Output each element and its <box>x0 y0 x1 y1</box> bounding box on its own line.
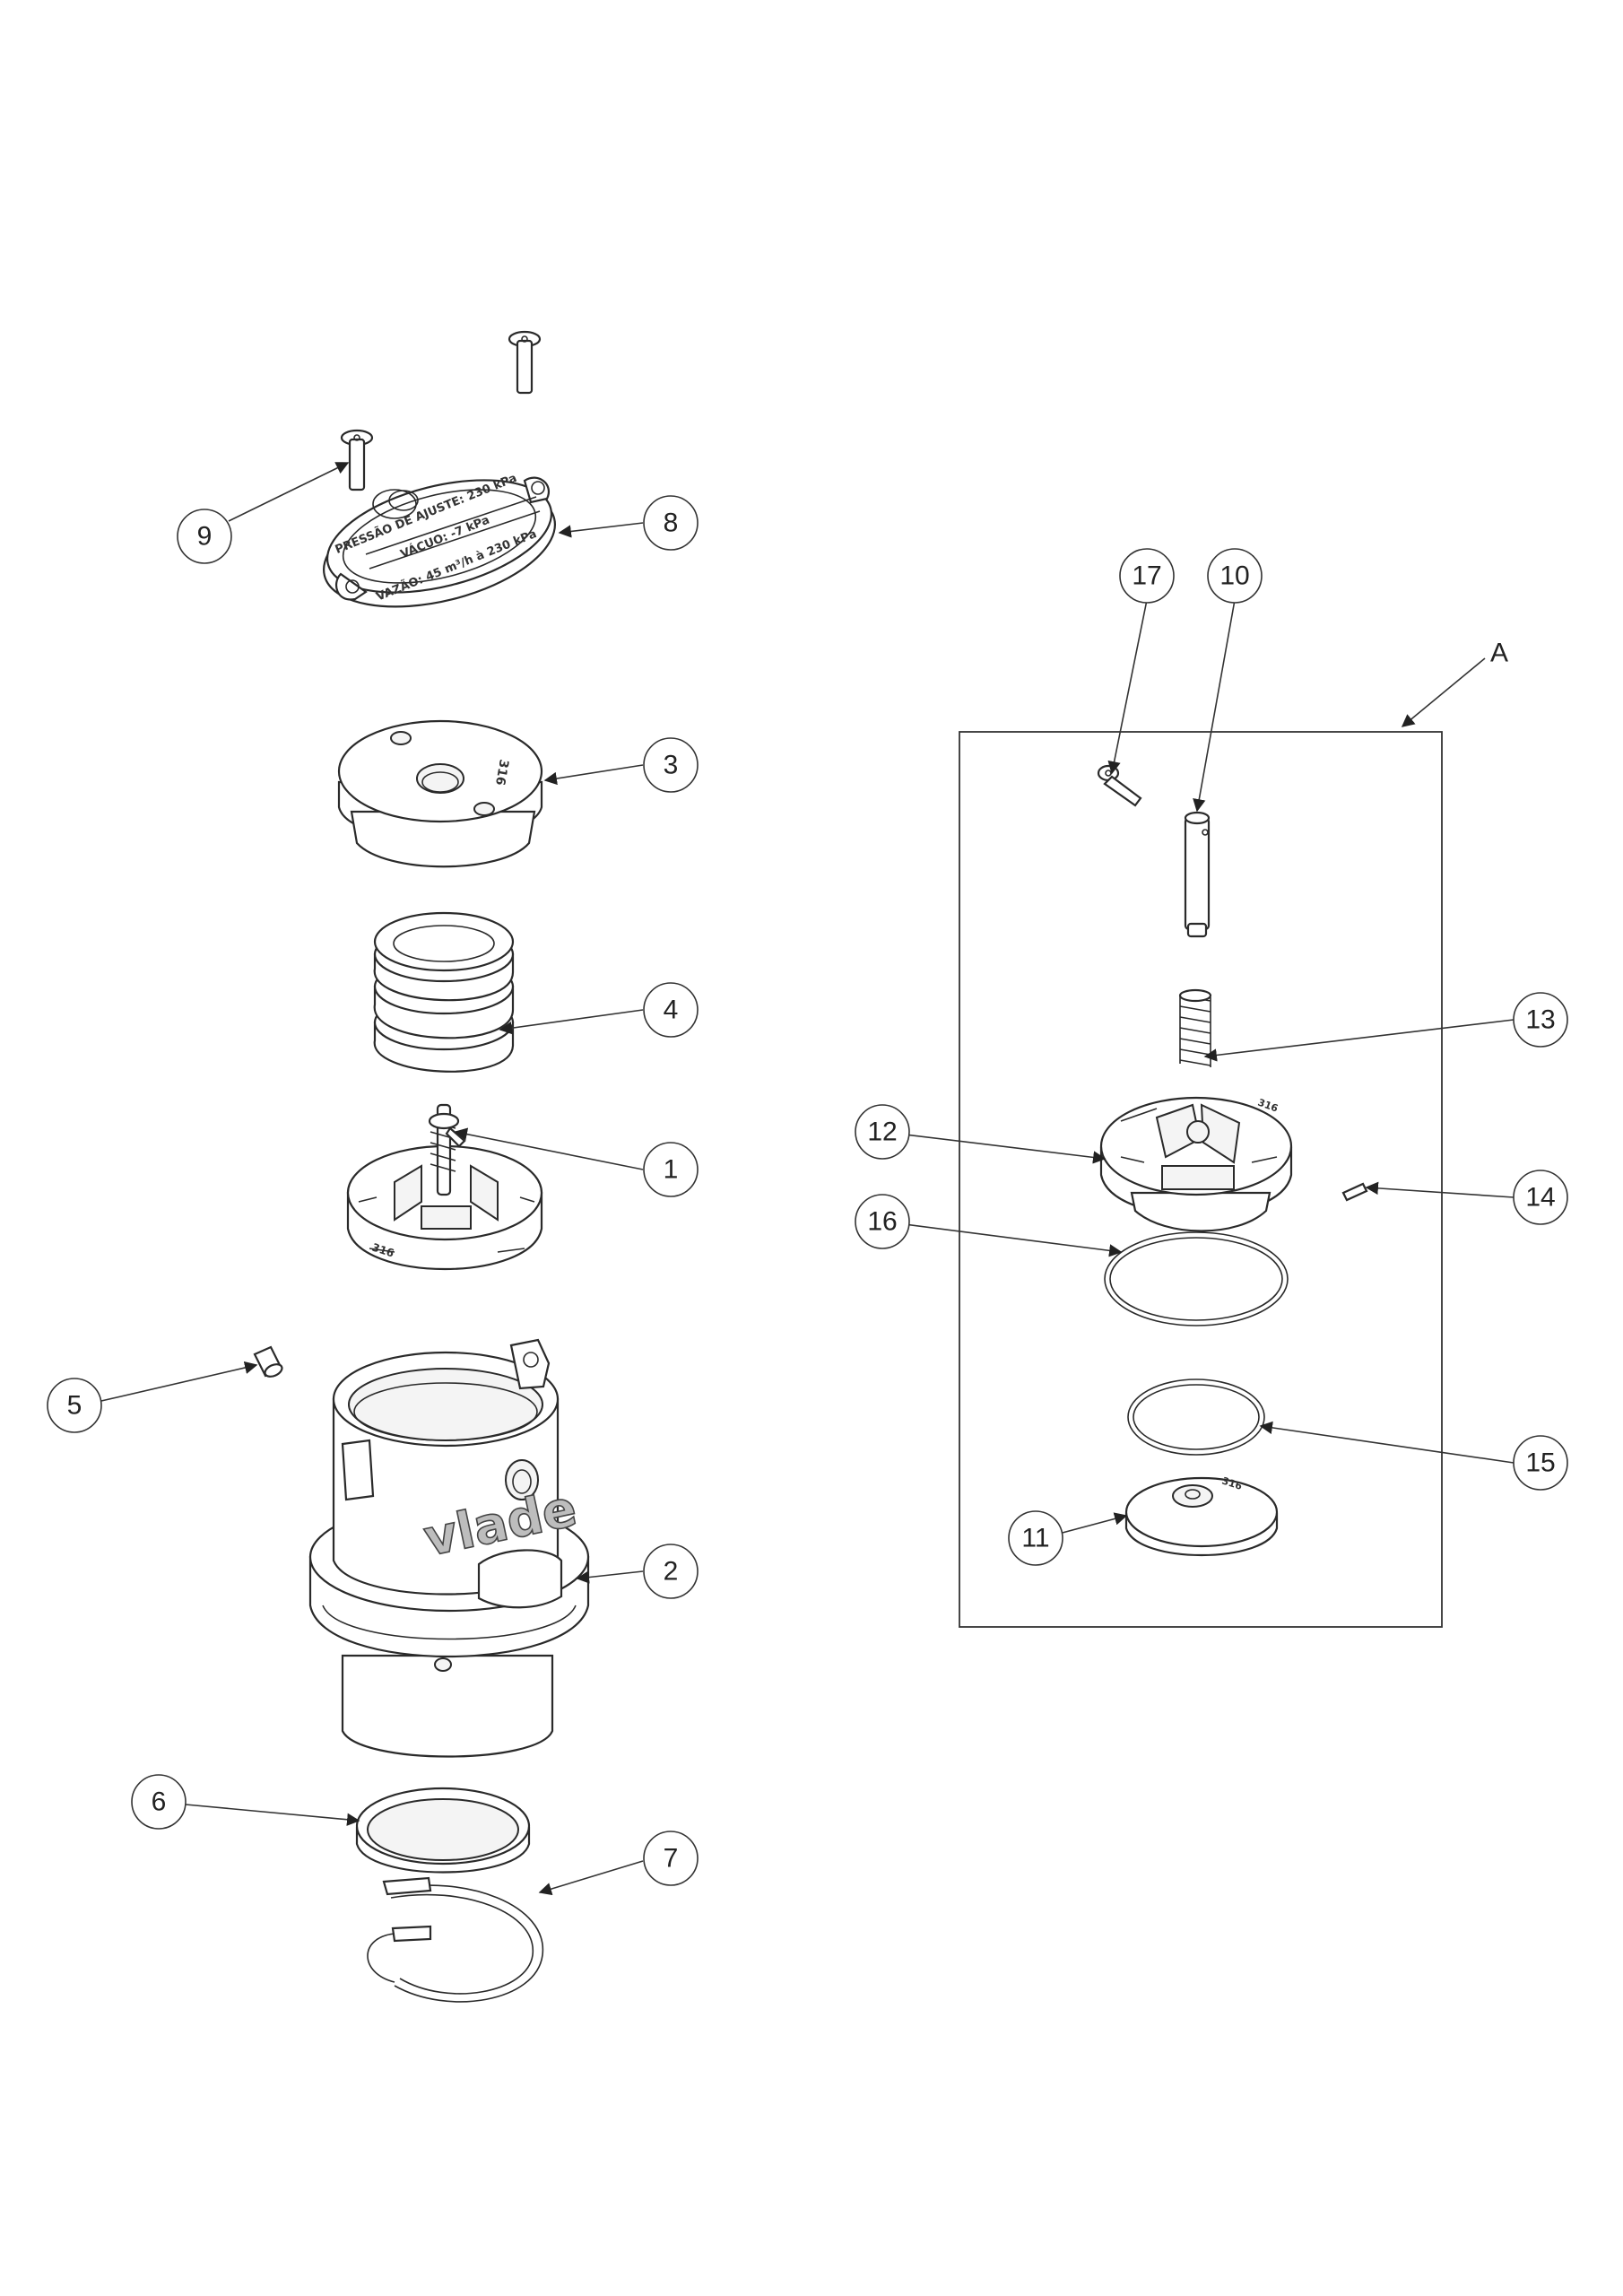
callout-13-label: 13 <box>1525 1005 1555 1035</box>
callout-12: 12 <box>855 1104 910 1160</box>
detail-a-label: A <box>1490 639 1508 668</box>
callout-17-label: 17 <box>1132 561 1161 591</box>
shaft-10 <box>1184 811 1211 938</box>
o-ring-16 <box>1104 1231 1289 1326</box>
pin-14 <box>1341 1182 1368 1202</box>
guide-seat-12: 316 <box>1099 1097 1293 1232</box>
callout-16-label: 16 <box>867 1207 897 1237</box>
callout-4: 4 <box>643 982 699 1038</box>
cap-3: 316 <box>337 719 543 868</box>
cap-material-mark: 316 <box>492 758 511 787</box>
callout-16: 16 <box>855 1194 910 1249</box>
callout-12-label: 12 <box>867 1118 897 1147</box>
detail-a-frame <box>959 731 1443 1628</box>
callout-14-label: 14 <box>1525 1183 1555 1213</box>
disc-11: 316 <box>1124 1474 1279 1557</box>
o-ring-15 <box>1127 1378 1265 1456</box>
callout-1-label: 1 <box>664 1155 679 1185</box>
callout-7-label: 7 <box>664 1844 679 1874</box>
callout-14: 14 <box>1513 1170 1568 1225</box>
pin-5 <box>253 1345 283 1378</box>
callout-9: 9 <box>177 509 232 564</box>
body-2: vlade <box>308 1338 590 1758</box>
top-screw <box>508 330 542 395</box>
spring-4 <box>373 911 515 1073</box>
callout-3-label: 3 <box>664 751 679 780</box>
nameplate-cover-8: PRESSÃO DE AJUSTE: 230 kPa VÁCUO: -7 kPa… <box>323 471 556 608</box>
callout-7: 7 <box>643 1831 699 1886</box>
callout-8-label: 8 <box>664 509 679 538</box>
callout-4-label: 4 <box>664 996 679 1025</box>
callout-17: 17 <box>1119 548 1175 604</box>
callout-13: 13 <box>1513 992 1568 1048</box>
callout-6: 6 <box>131 1774 187 1830</box>
callout-1: 1 <box>643 1142 699 1197</box>
callout-3: 3 <box>643 737 699 793</box>
callout-15: 15 <box>1513 1435 1568 1491</box>
clip-17 <box>1097 764 1142 807</box>
callout-2: 2 <box>643 1544 699 1599</box>
callout-2-label: 2 <box>664 1557 679 1587</box>
callout-10: 10 <box>1207 548 1263 604</box>
callout-5: 5 <box>47 1378 102 1433</box>
callout-10-label: 10 <box>1219 561 1249 591</box>
seat-assembly-1: 316 <box>346 1103 543 1271</box>
retaining-ring-7 <box>367 1876 543 2003</box>
callout-11: 11 <box>1008 1510 1063 1566</box>
callout-15-label: 15 <box>1525 1448 1555 1478</box>
callout-9-label: 9 <box>197 522 213 552</box>
callout-11-label: 11 <box>1021 1524 1049 1553</box>
callout-8: 8 <box>643 495 699 551</box>
disc-6 <box>355 1787 531 1874</box>
callout-5-label: 5 <box>67 1391 82 1421</box>
screw-9 <box>340 429 374 491</box>
leader-lines <box>100 462 1515 1896</box>
callout-6-label: 6 <box>152 1787 167 1817</box>
